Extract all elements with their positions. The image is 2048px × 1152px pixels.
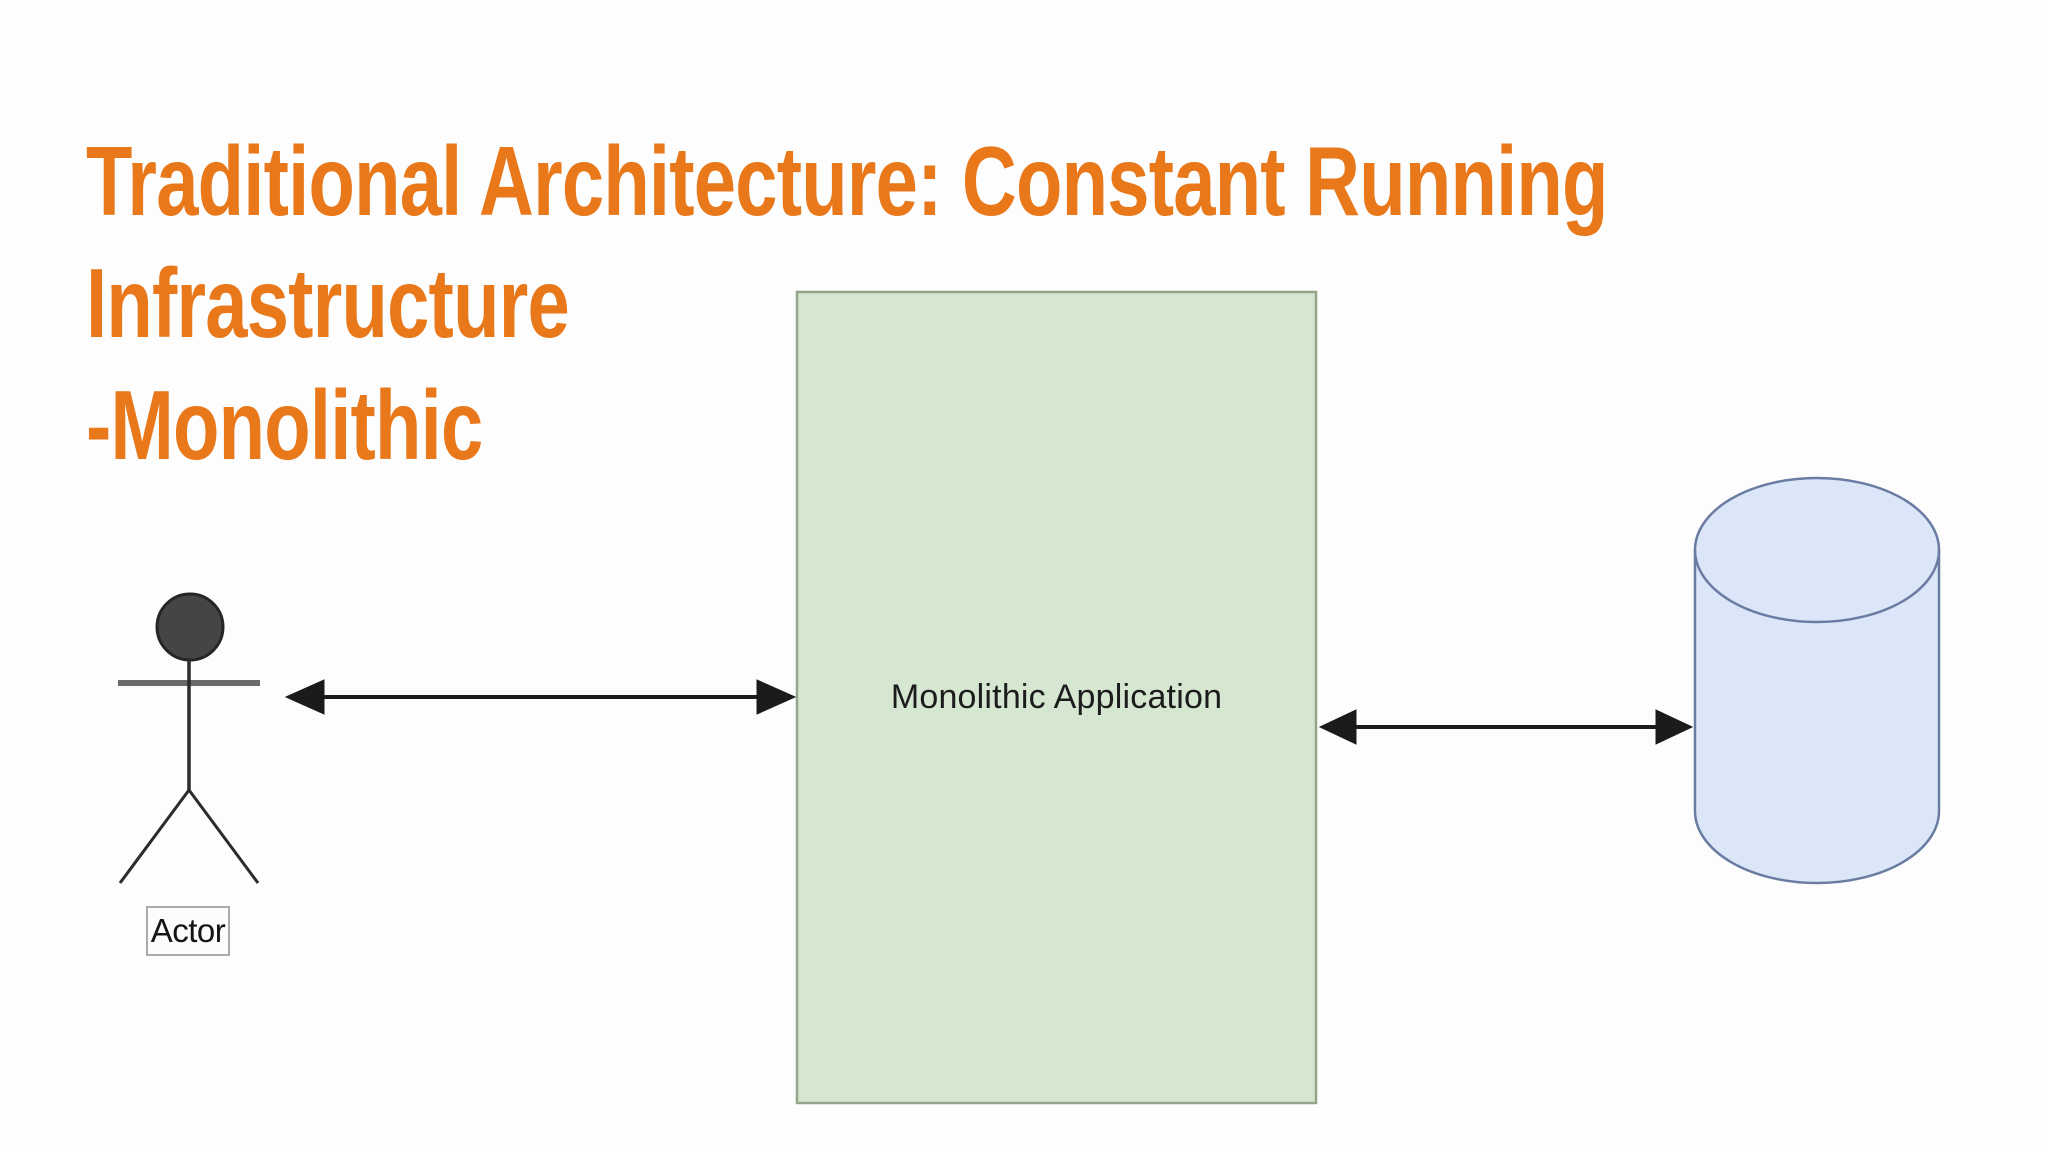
database-top-ellipse — [1693, 549, 1941, 624]
actor-icon — [118, 592, 260, 884]
database-silhouette — [1693, 476, 1941, 885]
actor-body-legs — [118, 658, 260, 884]
actor-head — [155, 592, 225, 662]
title-line-3: -Monolithic — [86, 370, 483, 480]
page-title: Traditional Architecture: Constant Runni… — [86, 120, 1608, 486]
monolithic-application-box — [795, 290, 1318, 1105]
title-line-2: Infrastructure — [86, 248, 570, 358]
app-db-arrow — [1318, 709, 1694, 745]
title-line-1: Traditional Architecture: Constant Runni… — [86, 126, 1608, 236]
actor-app-arrow — [284, 679, 797, 715]
actor-label: Actor — [146, 906, 230, 956]
database-icon — [1693, 476, 1941, 885]
